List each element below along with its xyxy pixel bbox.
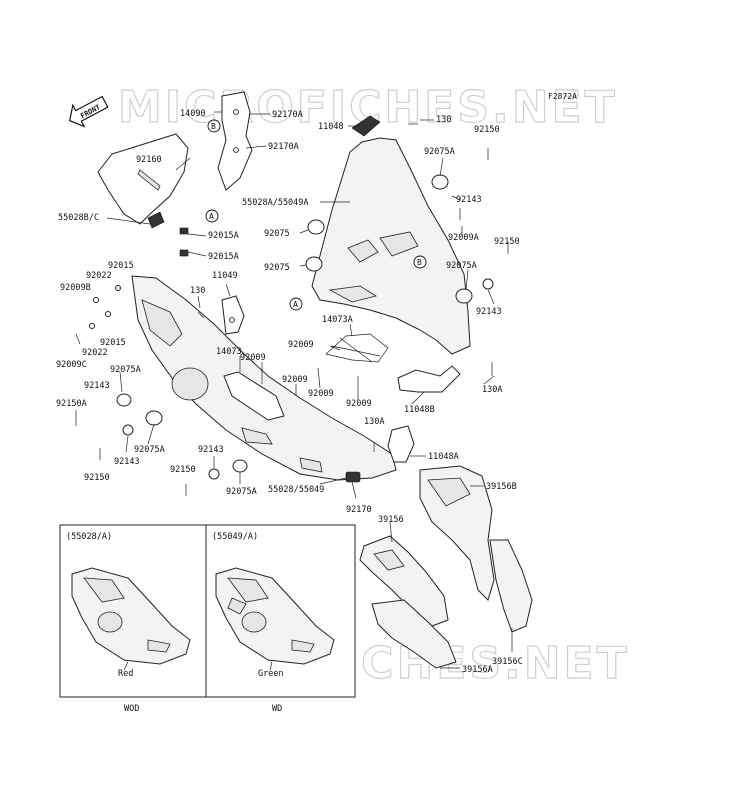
label-92150-tr: 92150 [474, 125, 500, 135]
label-92015-2: 92015 [100, 338, 126, 348]
label-14090: 14090 [180, 109, 206, 119]
label-92075a-l: 92075A [110, 365, 141, 375]
label-92143-l1: 92143 [84, 381, 110, 391]
clip-92170 [345, 471, 361, 483]
label-92143-b: 92143 [198, 445, 224, 455]
inner-cover-92160 [97, 133, 189, 229]
label-39156a: 39156A [462, 665, 493, 675]
variant-left-color: Red [118, 669, 133, 679]
label-55028-55049: 55028/55049 [268, 485, 324, 495]
label-92075-2: 92075 [264, 263, 290, 273]
label-92170a-1: 92170A [272, 110, 303, 120]
label-92150-b: 92150 [170, 465, 196, 475]
bracket-14090 [217, 91, 253, 191]
label-92075a-b: 92075A [134, 445, 165, 455]
svg-text:A: A [209, 212, 214, 221]
label-92150a: 92150A [56, 399, 87, 409]
label-92009b: 92009B [60, 283, 91, 293]
label-39156b: 39156B [486, 482, 517, 492]
svg-text:B: B [211, 122, 216, 131]
label-11048a: 11048A [428, 452, 459, 462]
label-92015a-1: 92015A [208, 231, 239, 241]
leader-lines [106, 111, 513, 669]
label-92009-1: 92009 [240, 353, 266, 363]
panel-39156a [371, 599, 457, 669]
wiring-14073a [325, 333, 389, 363]
bracket-14073 [223, 371, 285, 421]
variant-right-header: (55049/A) [212, 532, 258, 542]
bracket-11049 [221, 295, 245, 335]
label-55028a-55049a: 55028A/55049A [242, 198, 309, 208]
panel-39156b [419, 465, 495, 601]
grommets [116, 174, 494, 480]
label-92170a-2: 92170A [268, 142, 299, 152]
label-11049: 11049 [212, 271, 238, 281]
label-92015-1: 92015 [108, 261, 134, 271]
variant-fairing-red [71, 567, 191, 671]
panel-39156c [489, 539, 533, 633]
figure-code: F2872A [548, 92, 577, 101]
label-130-mid: 130 [190, 286, 205, 296]
label-92022-2: 92022 [82, 348, 108, 358]
variant-right-color: Green [258, 669, 284, 679]
label-39156: 39156 [378, 515, 404, 525]
callout-a-top: A [205, 209, 219, 223]
label-92143-r2: 92143 [476, 307, 502, 317]
label-92075a-r1: 92075A [424, 147, 455, 157]
panel-39156 [359, 535, 449, 627]
label-130a-1: 130A [482, 385, 502, 395]
label-14073: 14073 [216, 347, 242, 357]
label-92009-2: 92009 [288, 340, 314, 350]
label-55028bc: 55028B/C [58, 213, 99, 223]
label-39156c: 39156C [492, 657, 523, 667]
bracket-11048a [387, 425, 415, 463]
label-92009c: 92009C [56, 360, 87, 370]
label-92150-l: 92150 [84, 473, 110, 483]
label-92009-5: 92009 [346, 399, 372, 409]
label-92170: 92170 [346, 505, 372, 515]
screws [75, 123, 509, 496]
lower-fairing-main [131, 275, 397, 481]
variant-left-header: (55028/A) [66, 532, 112, 542]
part-labels: 14090 92170A 92170A 11048 130 92150 9216… [56, 109, 523, 675]
svg-text:B: B [417, 258, 422, 267]
label-14073a: 14073A [322, 315, 353, 325]
label-92009-4: 92009 [308, 389, 334, 399]
label-130-top: 130 [436, 115, 451, 125]
label-92009-3: 92009 [282, 375, 308, 385]
label-92075a-b2: 92075A [226, 487, 257, 497]
variant-right-model: WD [272, 704, 282, 714]
label-92143-r1: 92143 [456, 195, 482, 205]
label-92015a-2: 92015A [208, 252, 239, 262]
label-92075-1: 92075 [264, 229, 290, 239]
variant-left-model: WOD [124, 704, 139, 714]
bracket-11048b [397, 365, 461, 393]
label-92009a: 92009A [448, 233, 479, 243]
svg-text:A: A [293, 300, 298, 309]
callout-b-mid: B [413, 255, 427, 269]
label-92022-1: 92022 [86, 271, 112, 281]
label-11048: 11048 [318, 122, 344, 132]
variant-inset: (55028/A) (55049/A) Red Green [59, 524, 356, 698]
label-92150-r2: 92150 [494, 237, 520, 247]
variant-fairing-green [215, 567, 335, 671]
front-arrow-icon: FRONT [68, 95, 109, 128]
label-11048b: 11048B [404, 405, 435, 415]
label-92143-l2: 92143 [114, 457, 140, 467]
label-92075a-r2: 92075A [446, 261, 477, 271]
callout-a-mid: A [289, 297, 303, 311]
callout-b-top: B [207, 119, 221, 133]
label-130a-2: 130A [364, 417, 384, 427]
label-92160: 92160 [136, 155, 162, 165]
